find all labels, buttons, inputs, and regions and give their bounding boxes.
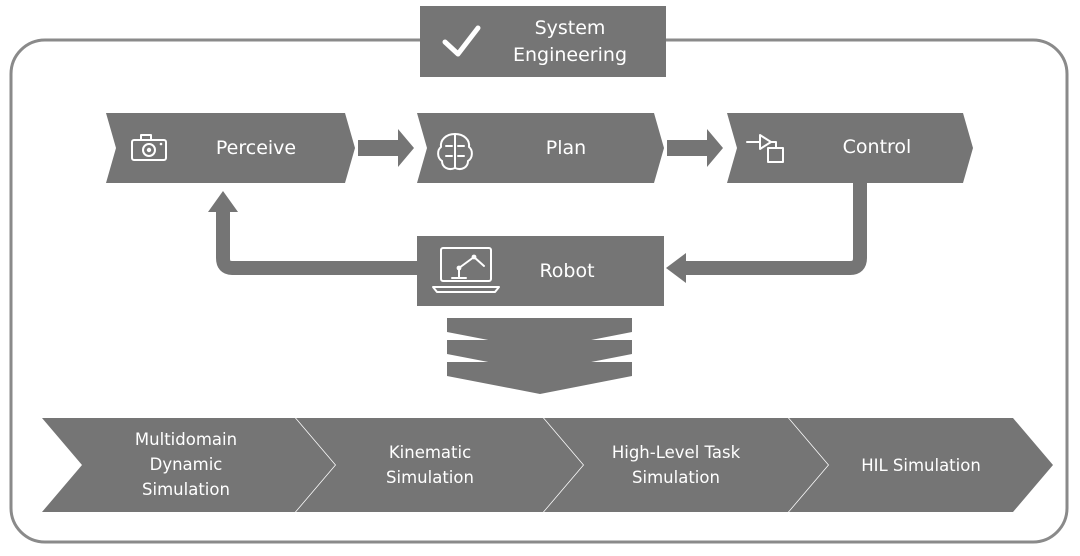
plan-node: Plan xyxy=(417,113,664,183)
header-title-line1: System xyxy=(535,17,606,39)
stage-hil: HIL Simulation xyxy=(789,418,1053,512)
arrow-robot-to-perceive-head xyxy=(208,191,238,212)
arrow-plan-to-control xyxy=(667,129,723,167)
arrow-control-to-robot-head xyxy=(666,253,686,283)
stage-high-level-task-line2: Simulation xyxy=(632,468,720,487)
stage-multidomain: Multidomain Dynamic Simulation xyxy=(42,418,335,512)
perceive-label: Perceive xyxy=(216,137,296,159)
checkmark-icon xyxy=(442,25,481,57)
stage-multidomain-line3: Simulation xyxy=(142,480,230,499)
control-block-icon xyxy=(746,134,784,163)
arrow-perceive-to-plan xyxy=(358,129,414,167)
perceive-node: Perceive xyxy=(106,113,355,183)
stage-multidomain-line1: Multidomain xyxy=(135,430,237,449)
down-chevrons xyxy=(447,318,632,394)
plan-label: Plan xyxy=(546,137,586,159)
stage-kinematic-line1: Kinematic xyxy=(389,443,471,462)
stage-multidomain-line2: Dynamic xyxy=(150,455,223,474)
robot-label: Robot xyxy=(539,260,594,282)
arrow-robot-to-perceive xyxy=(216,210,417,275)
robot-node: Robot xyxy=(417,236,664,306)
arrow-control-to-robot xyxy=(684,183,867,275)
brain-icon xyxy=(437,133,473,171)
stage-high-level-task-line1: High-Level Task xyxy=(612,443,741,462)
header-title-line2: Engineering xyxy=(513,44,627,66)
camera-icon xyxy=(131,134,167,161)
stage-kinematic: Kinematic Simulation xyxy=(296,418,583,512)
stage-hil-line1: HIL Simulation xyxy=(861,456,981,475)
control-label: Control xyxy=(843,136,912,158)
laptop-robot-arm-icon xyxy=(432,247,500,293)
control-node: Control xyxy=(727,113,973,183)
header-box: System Engineering xyxy=(420,6,666,77)
stage-kinematic-line2: Simulation xyxy=(386,468,474,487)
stage-high-level-task: High-Level Task Simulation xyxy=(544,418,828,512)
